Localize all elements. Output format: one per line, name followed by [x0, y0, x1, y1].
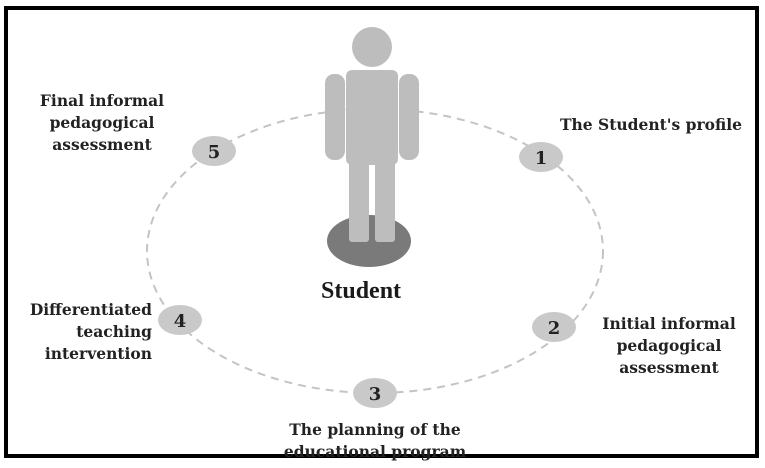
step-label-1-line-1: The Student's profile	[560, 115, 743, 134]
step-node-3: 3	[353, 378, 397, 408]
step-label-5: Final informal pedagogical assessment	[22, 90, 182, 156]
step-label-3-line-2: educational program	[283, 442, 467, 461]
step-node-5: 5	[192, 136, 236, 166]
step-label-2-line-3: assessment	[619, 358, 719, 377]
step-label-5-line-3: assessment	[52, 135, 152, 154]
step-node-2: 2	[532, 312, 576, 342]
step-label-2-line-1: Initial informal	[602, 314, 736, 333]
step-label-2: Initial informal pedagogical assessment	[584, 313, 754, 379]
step-label-1: The Student's profile	[560, 114, 742, 136]
step-number-4: 4	[174, 311, 187, 332]
step-label-5-line-2: pedagogical	[49, 113, 155, 132]
step-node-4: 4	[158, 305, 202, 335]
step-number-1: 1	[535, 148, 548, 169]
step-number-5: 5	[208, 142, 221, 163]
step-label-4-line-1: Differentiated	[29, 300, 152, 319]
center-label: Student	[321, 278, 402, 304]
step-number-3: 3	[369, 384, 382, 405]
step-label-4-line-2: teaching	[76, 322, 152, 341]
step-label-5-line-1: Final informal	[39, 91, 165, 110]
step-number-2: 2	[548, 318, 561, 339]
step-node-1: 1	[519, 142, 563, 172]
step-label-4-line-3: intervention	[44, 344, 152, 363]
step-label-3-line-1: The planning of the	[289, 420, 461, 439]
step-label-3: The planning of the educational program	[272, 419, 478, 463]
student-figure-icon	[325, 27, 419, 242]
step-label-2-line-2: pedagogical	[616, 336, 722, 355]
step-label-4: Differentiated teaching intervention	[10, 299, 152, 365]
